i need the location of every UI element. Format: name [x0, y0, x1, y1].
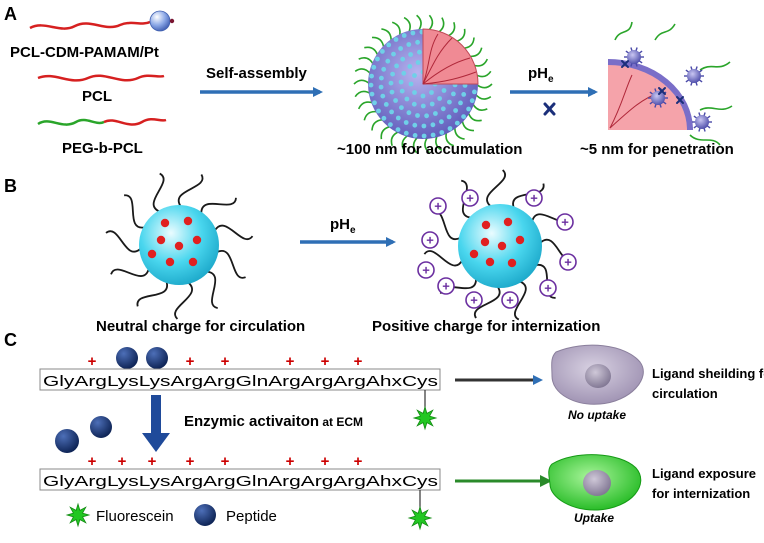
svg-text:+: + — [561, 215, 569, 230]
positive-charge-icon: + — [465, 291, 483, 309]
positive-charge-icon: + — [421, 231, 439, 249]
plus-marker: + — [186, 453, 195, 470]
plus-marker: + — [148, 453, 157, 470]
svg-text:+: + — [442, 279, 450, 294]
plus-markers-bottom: + + + + + + + + — [88, 453, 363, 470]
positive-charge-icon: + — [525, 189, 543, 207]
peptide-bead — [146, 347, 168, 369]
peg-b-pcl-chain-icon — [37, 118, 167, 126]
pcl-chain-icon — [37, 74, 165, 82]
positive-charge-icon: + — [429, 197, 447, 215]
sequence-top: GlyArgLysLysArgArgGlnArgArgArgAhxCys — [43, 373, 438, 390]
peptide-bead — [116, 347, 138, 369]
note-shielding-line1: Ligand sheilding for — [652, 366, 764, 381]
material-label-pcl-cdm-pamam: PCL-CDM-PAMAM/Pt — [10, 44, 159, 61]
ph-label-a: pHe — [528, 65, 554, 85]
peptide-bead — [55, 429, 79, 453]
svg-text:+: + — [422, 263, 430, 278]
material-label-pcl: PCL — [82, 88, 112, 105]
sequence-box-top — [39, 368, 441, 391]
fluorescein-star-icon — [412, 405, 438, 431]
small-nanoparticle-icon — [692, 112, 712, 132]
legend-fluorescein-label: Fluorescein — [96, 508, 174, 525]
sequence-box-bottom — [39, 468, 441, 491]
plus-marker: + — [286, 353, 295, 370]
legend-fluorescein-icon — [65, 502, 91, 528]
svg-text:+: + — [506, 293, 514, 308]
svg-text:+: + — [426, 233, 434, 248]
cleavage-scissors-icon — [543, 102, 556, 116]
ph-label-b: pHe — [330, 216, 356, 236]
plus-marker: + — [321, 453, 330, 470]
cell-no-uptake-icon — [551, 344, 644, 405]
cell-uptake-icon — [548, 454, 642, 511]
cell-no-uptake-label: No uptake — [568, 408, 626, 422]
large-micelle-icon — [353, 14, 493, 154]
positive-charge-icon: + — [437, 277, 455, 295]
note-exposure-line2: for internization — [652, 486, 750, 501]
pcl-cdm-pamam-polymer-icon — [29, 10, 175, 32]
material-label-peg-b-pcl: PEG-b-PCL — [62, 140, 143, 157]
positive-charge-icon: + — [559, 253, 577, 271]
plus-marker: + — [88, 453, 97, 470]
enzymic-activation-label: Enzymic activaiton at ECM — [184, 413, 363, 430]
positive-nanoparticle-icon: + + + + + + + + + + + — [417, 169, 577, 321]
plus-marker: + — [354, 453, 363, 470]
panel-a-label: A — [4, 4, 17, 24]
positive-charge-icon: + — [556, 213, 574, 231]
small-nanoparticle-icon — [624, 47, 644, 67]
sequence-bottom: GlyArgLysLysArgArgGlnArgArgArgAhxCys — [43, 473, 438, 490]
plus-marker: + — [118, 453, 127, 470]
svg-text:+: + — [466, 191, 474, 206]
note-shielding-line2: circulation — [652, 386, 718, 401]
cell-uptake-label: Uptake — [574, 511, 614, 525]
plus-marker: + — [221, 353, 230, 370]
plus-marker: + — [354, 353, 363, 370]
positive-charge-icon: + — [417, 261, 435, 279]
caption-large-micelle: ~100 nm for accumulation — [337, 141, 522, 158]
small-nanoparticle-icon — [648, 88, 668, 108]
fluorescein-star-icon — [407, 505, 433, 531]
caption-neutral: Neutral charge for circulation — [96, 318, 305, 335]
plus-marker: + — [321, 353, 330, 370]
svg-text:+: + — [544, 281, 552, 296]
svg-text:+: + — [530, 191, 538, 206]
disassembled-particles-icon — [607, 21, 733, 146]
plus-marker: + — [88, 353, 97, 370]
positive-charge-icon: + — [539, 279, 557, 297]
legend-peptide-label: Peptide — [226, 508, 277, 525]
panel-c-label: C — [4, 330, 17, 350]
plus-markers-top: + + + + + + — [88, 353, 363, 370]
panel-b-label: B — [4, 176, 17, 196]
peptide-bead — [90, 416, 112, 438]
self-assembly-label: Self-assembly — [206, 65, 308, 82]
plus-marker: + — [286, 453, 295, 470]
caption-small-particles: ~5 nm for penetration — [580, 141, 734, 158]
svg-text:+: + — [564, 255, 572, 270]
note-exposure-line1: Ligand exposure — [652, 466, 756, 481]
small-nanoparticle-icon — [684, 66, 704, 86]
svg-text:+: + — [470, 293, 478, 308]
legend-peptide-icon — [194, 504, 216, 526]
svg-text:+: + — [434, 199, 442, 214]
enzymic-activation-arrow — [142, 395, 170, 452]
positive-charge-icon: + — [461, 189, 479, 207]
caption-positive: Positive charge for internization — [372, 318, 600, 335]
plus-marker: + — [186, 353, 195, 370]
neutral-nanoparticle-icon — [105, 172, 254, 320]
plus-marker: + — [221, 453, 230, 470]
positive-charge-icon: + — [501, 291, 519, 309]
